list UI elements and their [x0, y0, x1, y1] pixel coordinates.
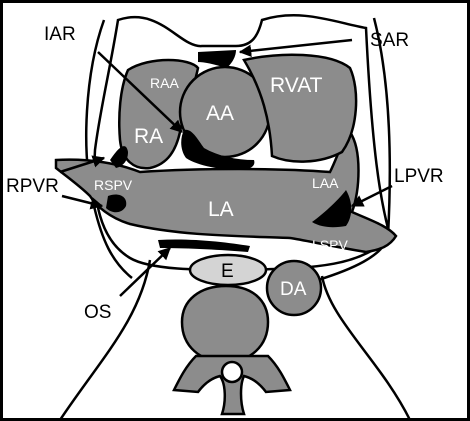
da-label: DA	[280, 279, 307, 300]
oblique-sinus-shape	[158, 239, 250, 252]
rpvr-recess-upper	[110, 146, 128, 168]
rpvr-recess-lower	[106, 194, 127, 213]
aa-label: AA	[206, 102, 234, 125]
esophagus-shape	[188, 253, 268, 287]
iar-pointer	[97, 51, 183, 133]
la-label: LA	[208, 198, 234, 221]
lpvr-label: LPVR	[394, 166, 444, 187]
chest-wall-outline	[58, 259, 412, 421]
sar-label: SAR	[370, 30, 409, 51]
lspv-label: LSPV	[312, 237, 348, 253]
mediastinal-outline-right	[317, 17, 392, 282]
os-pointer	[119, 247, 171, 297]
rspv-label: RSPV	[94, 177, 133, 193]
lpvr-pointer	[350, 184, 393, 208]
right-atrium-shape	[118, 58, 200, 170]
raa-label: RAA	[150, 75, 179, 91]
spinal-canal	[220, 360, 244, 384]
rvat-label: RVAT	[270, 74, 323, 97]
e-label: E	[221, 261, 234, 282]
rpvr-pointer-lower	[61, 194, 104, 210]
os-label: OS	[84, 302, 111, 323]
vertebra-arch	[172, 354, 292, 416]
rpvr-label: RPVR	[6, 176, 59, 197]
lpvr-recess	[312, 190, 352, 228]
iar-recess	[181, 129, 255, 170]
rvat-shape	[242, 53, 358, 163]
sar-recess	[198, 50, 236, 68]
descending-aorta-shape	[265, 259, 323, 317]
rpvr-pointer-upper	[59, 155, 106, 174]
laa-label: LAA	[312, 175, 339, 191]
ra-label: RA	[134, 125, 163, 148]
iar-label: IAR	[44, 24, 76, 45]
sar-pointer	[238, 38, 353, 58]
vertebra-body	[180, 284, 270, 364]
